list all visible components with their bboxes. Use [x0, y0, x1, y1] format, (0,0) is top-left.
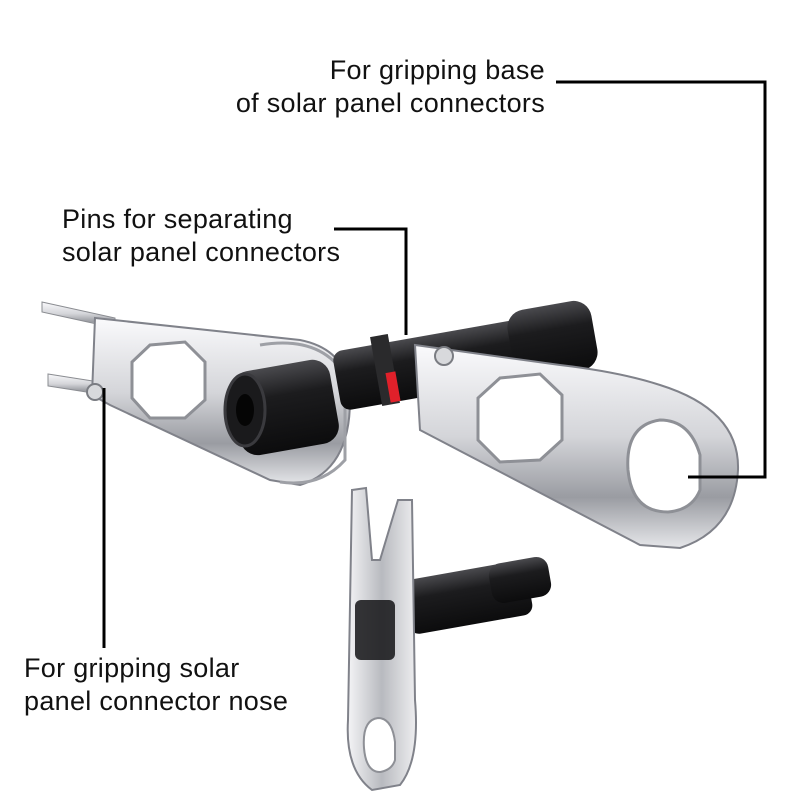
label-separating-pins-line2: solar panel connectors [62, 237, 341, 267]
leader-line-gripping-base [556, 80, 767, 479]
label-separating-pins-line1: Pins for separating [62, 204, 293, 234]
label-gripping-nose-line2: panel connector nose [24, 686, 289, 716]
small-wrench-with-connector [346, 486, 552, 792]
label-gripping-base-line1: For gripping base [329, 55, 545, 85]
label-gripping-base: For gripping base of solar panel connect… [236, 54, 545, 120]
label-gripping-base-line2: of solar panel connectors [235, 88, 545, 118]
leader-lines [102, 80, 767, 648]
label-gripping-nose-line1: For gripping solar [24, 653, 240, 683]
right-spanner-wrench [413, 343, 740, 550]
label-separating-pins: Pins for separating solar panel connecto… [62, 203, 340, 269]
label-gripping-nose: For gripping solar panel connector nose [24, 652, 288, 718]
leader-line-separating-pins [334, 227, 408, 335]
